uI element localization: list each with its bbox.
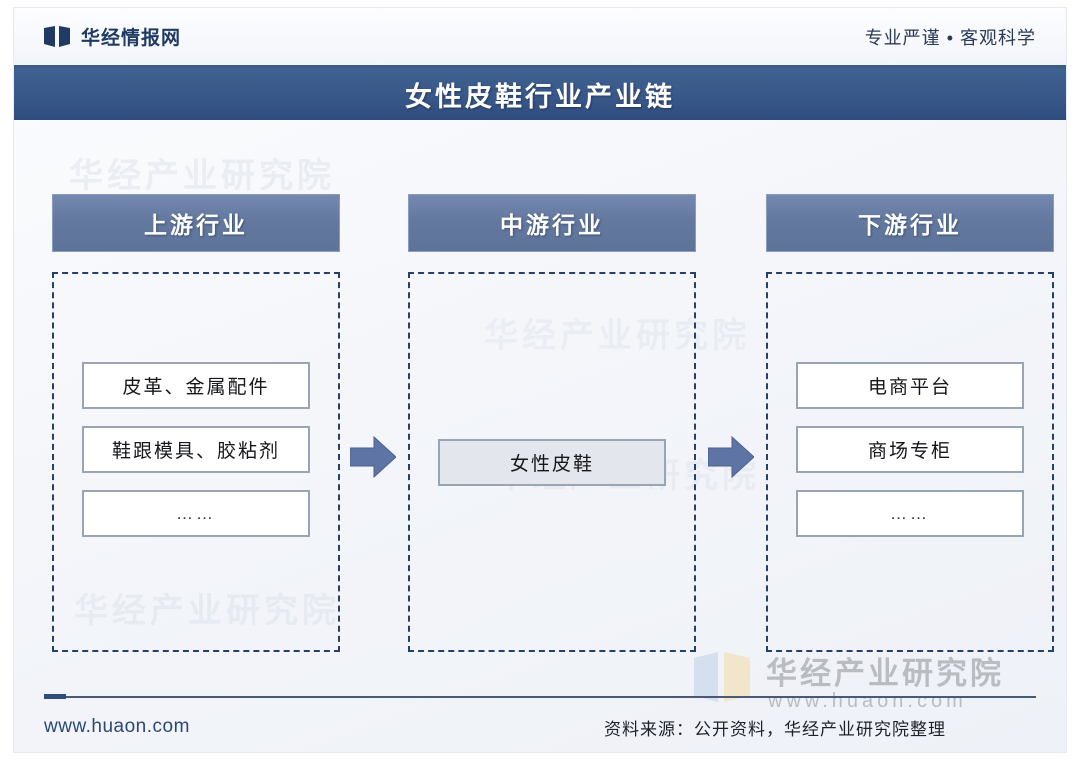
brand: 华经情报网 bbox=[44, 23, 181, 50]
list-item[interactable]: 商场专柜 bbox=[796, 426, 1024, 473]
page-title: 女性皮鞋行业产业链 bbox=[405, 81, 675, 112]
infographic-card: 华经情报网 专业严谨 • 客观科学 女性皮鞋行业产业链 华经产业研究院 华经产业… bbox=[14, 8, 1066, 752]
brand-name: 华经情报网 bbox=[81, 28, 182, 49]
header-divider bbox=[14, 65, 1066, 68]
list-item[interactable]: 皮革、金属配件 bbox=[82, 362, 310, 409]
footer-divider bbox=[44, 694, 1036, 699]
open-book-icon bbox=[44, 26, 70, 47]
column-upstream: 上游行业 皮革、金属配件 鞋跟模具、胶粘剂 …… bbox=[52, 194, 340, 652]
list-item[interactable]: 女性皮鞋 bbox=[438, 438, 666, 486]
header-tagline: 专业严谨 • 客观科学 bbox=[864, 27, 1036, 48]
column-header-label: 下游行业 bbox=[858, 212, 962, 238]
item-list-upstream: 皮革、金属配件 鞋跟模具、胶粘剂 …… bbox=[82, 362, 310, 537]
list-item[interactable]: …… bbox=[82, 490, 310, 537]
arrow-right-icon bbox=[708, 436, 754, 478]
column-header-upstream: 上游行业 bbox=[52, 194, 340, 252]
column-downstream: 下游行业 电商平台 商场专柜 …… bbox=[766, 194, 1054, 652]
column-body-upstream: 皮革、金属配件 鞋跟模具、胶粘剂 …… bbox=[52, 272, 340, 652]
column-header-downstream: 下游行业 bbox=[766, 194, 1054, 252]
item-list-downstream: 电商平台 商场专柜 …… bbox=[796, 362, 1024, 537]
arrow-right-icon bbox=[350, 436, 396, 478]
footer-source: 资料来源：公开资料，华经产业研究院整理 bbox=[604, 719, 946, 739]
column-header-label: 中游行业 bbox=[500, 212, 604, 238]
watermark-title: 华经产业研究院 bbox=[766, 656, 1004, 691]
open-book-icon bbox=[694, 652, 750, 702]
list-item[interactable]: 鞋跟模具、胶粘剂 bbox=[82, 426, 310, 473]
list-item[interactable]: …… bbox=[796, 490, 1024, 537]
column-header-midstream: 中游行业 bbox=[408, 194, 696, 252]
page-header: 华经情报网 专业严谨 • 客观科学 bbox=[14, 8, 1066, 65]
column-body-midstream: 女性皮鞋 bbox=[408, 272, 696, 652]
column-header-label: 上游行业 bbox=[144, 212, 248, 238]
list-item[interactable]: 电商平台 bbox=[796, 362, 1024, 409]
column-midstream: 中游行业 女性皮鞋 bbox=[408, 194, 696, 652]
footer-divider-tick bbox=[44, 694, 66, 699]
column-body-downstream: 电商平台 商场专柜 …… bbox=[766, 272, 1054, 652]
title-band: 女性皮鞋行业产业链 bbox=[14, 68, 1066, 120]
page-footer: www.huaon.com 资料来源：公开资料，华经产业研究院整理 bbox=[14, 702, 1066, 752]
footer-url[interactable]: www.huaon.com bbox=[44, 716, 190, 737]
background-watermark: 华经产业研究院 bbox=[69, 157, 335, 195]
